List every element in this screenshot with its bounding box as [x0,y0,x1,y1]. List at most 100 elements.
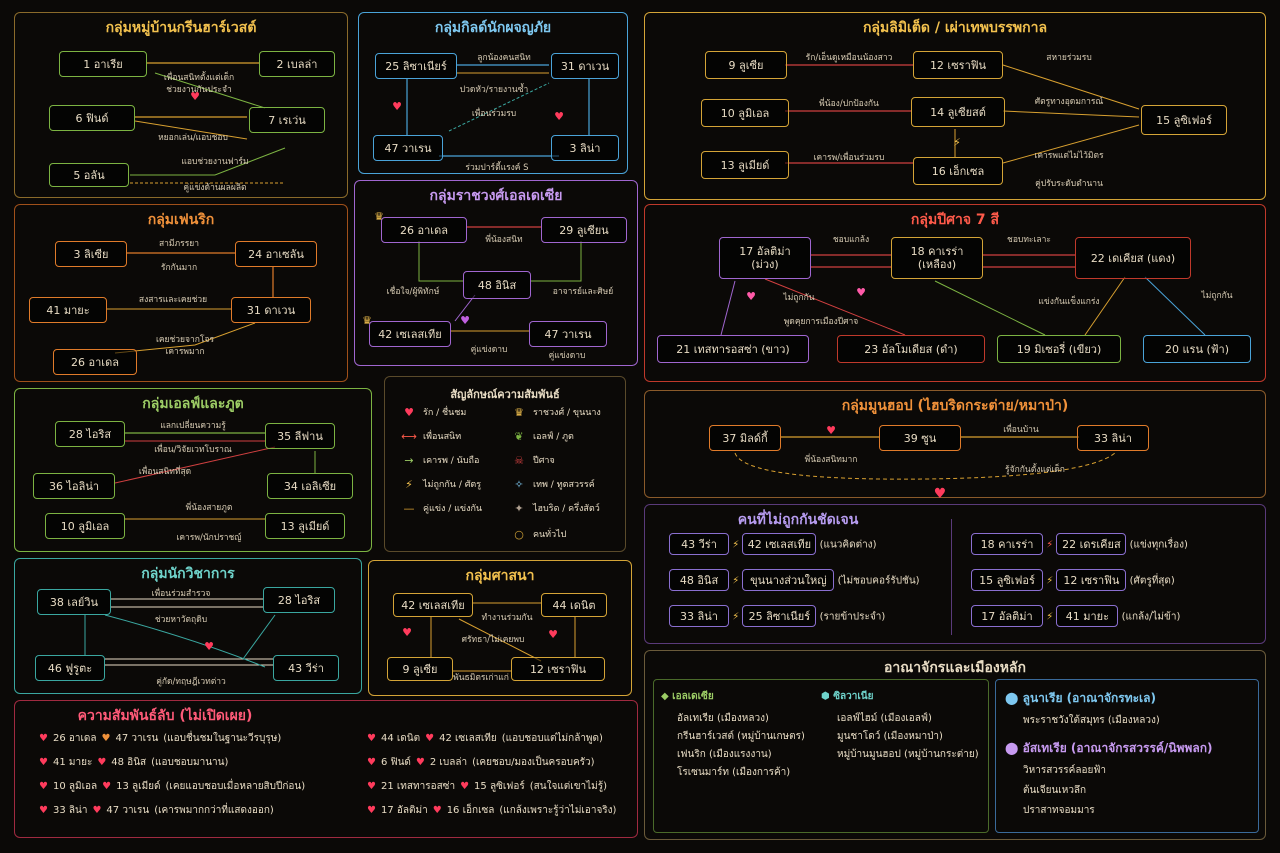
node-29-lucian[interactable]: 29 ลูเซียน [541,217,627,243]
node-18-carrera[interactable]: 18 คาเรร่า (เหลือง) [891,237,983,279]
arrow-icon: → [404,453,414,467]
legend-hybrid: ✦ไฮบริด / ครึ่งสัตว์ [511,501,599,515]
node-9-lucia[interactable]: 9 ลูเซีย [705,51,787,79]
node-19-misery[interactable]: 19 มิเซอรี่ (เขียว) [997,335,1121,363]
heart-icon: ♥ [102,781,112,792]
node-42-celestia[interactable]: 42 เซเลสเทีย [369,321,451,347]
node-28-iris[interactable]: 28 ไอริส [263,587,335,613]
node-10-lumiel[interactable]: 10 ลูมิเอล [45,513,125,539]
panel-green-harvest: กลุ่มหมู่บ้านกรีนฮาร์เวสต์ 1 อาเรีย 2 เบ… [14,12,348,198]
conflict-reason: (ไม่ชอบคอร์รัปชัน) [837,575,920,587]
edge-label: เคารพแต่ไม่ไว้มิตร [1034,151,1104,161]
city: เฟนริก (เมืองแรงงาน) [677,749,772,760]
crown-icon: ♛ [514,405,524,419]
node-17-ultima[interactable]: 17 อัลติม่า (ม่วง) [719,237,811,279]
node-37-milky[interactable]: 37 มิลด์กี้ [709,425,781,451]
node-14-luciast[interactable]: 14 ลูเซียสต์ [911,97,1005,127]
node-36-ailina[interactable]: 36 ไอลิน่า [33,473,115,499]
node-39-soon[interactable]: 39 ซูน [879,425,961,451]
conflict-row: 17 อัลติม่า ⚡ 41 มายะ (แกล้ง/ไม่ข้า) [971,605,1180,627]
edge-label: ปวดหัว/รายงานซ้ำ [459,85,529,95]
legend-angel: ✧เทพ / ทูตสวรรค์ [511,477,594,491]
node-5-alan[interactable]: 5 อลัน [49,163,129,187]
legend-elf: ❦เอลฟ์ / ภูต [511,429,574,443]
panel-title: กลุ่มราชวงศ์เอลเดเซีย [429,188,563,204]
node-12-seraphin[interactable]: 12 เซราฟิน [511,657,605,681]
conflict-b: 41 มายะ [1056,605,1119,627]
node-47-waren[interactable]: 47 วาเรน [529,321,607,347]
panel-title: กลุ่มเอลฟ์และภูต [142,396,244,412]
node-15-lucifer[interactable]: 15 ลูซิเฟอร์ [1141,105,1227,135]
node-26-adel[interactable]: 26 อาเดล [53,349,137,375]
node-26-adel[interactable]: 26 อาเดล [381,217,467,243]
node-33-lina[interactable]: 33 ลิน่า [1077,425,1149,451]
city: ต้นเจียนเหวลึก [1023,785,1087,796]
edge-label: เคยช่วยจากโจร [155,335,215,345]
node-31-daven[interactable]: 31 ดาเวน [231,297,311,323]
node-23-almodias[interactable]: 23 อัลโมเดียส (ดำ) [837,335,985,363]
edge-label: พูดคุยการเมืองปีศาจ [783,317,859,327]
edge-label: เคารพมาก [165,347,205,357]
node-31-daven[interactable]: 31 ดาเวน [551,53,619,79]
node-2-bella[interactable]: 2 เบลล่า [259,51,335,77]
node-28-iris[interactable]: 28 ไอริส [55,421,125,447]
panel-title: กลุ่มมูนฮอป (ไฮบริดกระต่าย/หมาป่า) [841,398,1069,414]
conflict-a: 48 อินิส [669,569,729,591]
node-20-ran[interactable]: 20 แรน (ฟ้า) [1143,335,1251,363]
edge-label: รัก/เอ็นดูเหมือนน้องสาว [805,53,893,63]
node-46-furuta[interactable]: 46 ฟูรูตะ [35,655,105,681]
kingdom-silvania: ⬢ ซิลวาเนีย [821,691,874,702]
edge-label: คู่แข่งด้านผลผลิต [183,183,247,193]
heart-icon: ♥ [392,100,402,113]
node-16-excel[interactable]: 16 เอ็กเซล [913,157,1003,185]
node-47-waren[interactable]: 47 วาเรน [373,135,443,161]
node-3-lina[interactable]: 3 ลิน่า [551,135,619,161]
node-12-seraphin[interactable]: 12 เซราฟิน [913,51,1003,79]
node-38-leiwin[interactable]: 38 เลย์วิน [37,589,111,615]
edge-label: เพื่อนร่วมรบ [471,109,517,119]
node-43-vira[interactable]: 43 วีร่า [273,655,339,681]
legend-rival: —คู่แข่ง / แข่งกัน [401,501,483,515]
lightning-icon: ⚡ [953,136,961,149]
node-35-leafan[interactable]: 35 ลีฟาน [265,423,335,449]
conflict-row: 18 คาเรร่า ⚡ 22 เดรเคียส (แข่งทุกเรื่อง) [971,533,1188,555]
node-3-lisia[interactable]: 3 ลิเซีย [55,241,127,267]
edges [785,64,1140,164]
hybrid-icon: ✦ [514,501,524,515]
node-42-celestia[interactable]: 42 เซเลสเทีย [393,593,473,617]
node-9-lucia[interactable]: 9 ลูเซีย [387,657,453,681]
node-13-lumiad[interactable]: 13 ลูเมียด์ [265,513,345,539]
node-34-elisia[interactable]: 34 เอลิเซีย [267,473,353,499]
node-13-lumiad[interactable]: 13 ลูเมียด์ [701,151,789,179]
divider [951,519,952,635]
edge-label: ศัตรูทางอุดมการณ์ [1034,97,1104,107]
edge-label: ทำงานร่วมกัน [481,613,533,623]
node-21-testarossa[interactable]: 21 เทสทารอสซ่า (ขาว) [657,335,809,363]
node-44-denit[interactable]: 44 เดนิต [541,593,607,617]
edge-label: เพื่อนร่วมสำรวจ [151,589,211,599]
node-7-raven[interactable]: 7 เรเว่น [249,107,325,133]
node-6-find[interactable]: 6 ฟินด์ [49,105,135,131]
node-10-lumiel[interactable]: 10 ลูมิเอล [701,99,789,127]
secret-row: ♥33 ลิน่า♥47 วาเรน(เคารพมากกว่าที่แสดงออ… [39,805,274,816]
edge-label: ศรัทธา/ไม่เคยพบ [461,635,525,645]
edge-label: ไม่ถูกกัน [783,293,815,303]
heart-icon: ♥ [92,805,102,816]
node-41-maya[interactable]: 41 มายะ [29,297,107,323]
secret-row: ♥17 อัลติม่า♥16 เอ็กเซล(แกล้งเพราะรู้ว่า… [367,805,617,816]
heart-icon: ♥ [415,757,425,768]
node-1-aria[interactable]: 1 อาเรีย [59,51,147,77]
node-25-lisanier[interactable]: 25 ลิซาเนียร์ [375,53,457,79]
heart-icon: ♥ [432,805,442,816]
node-48-inis[interactable]: 48 อินิส [463,271,531,299]
demon-icon: ☠ [514,453,524,467]
crown-icon: ♛ [374,210,384,223]
edges [418,226,582,332]
node-24-azelan[interactable]: 24 อาเซลัน [235,241,317,267]
edges [720,254,1206,336]
edge-label: พี่น้องสนิทมาก [804,455,858,465]
node-22-dekius[interactable]: 22 เดเคียส (แดง) [1075,237,1191,279]
legend-royal: ♛ราชวงศ์ / ขุนนาง [511,405,601,419]
panel-title: คนที่ไม่ถูกกันชัดเจน [737,512,859,528]
lightning-icon: ⚡ [732,539,740,551]
